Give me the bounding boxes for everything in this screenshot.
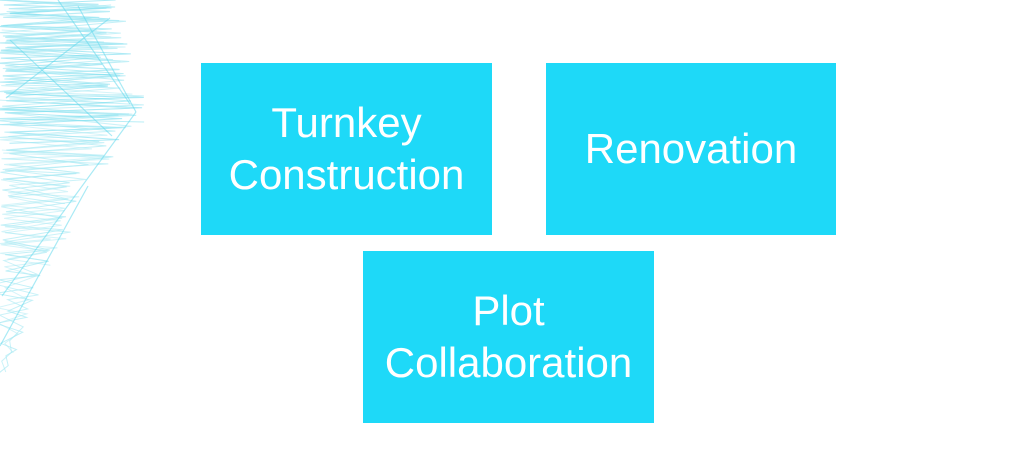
shape-renovation-label: Renovation [584, 124, 798, 172]
shape-plot-collaboration-label: Plot Collaboration [384, 286, 633, 386]
shape-renovation[interactable]: Renovation [546, 63, 836, 235]
shape-turnkey-construction[interactable]: Turnkey Construction [201, 63, 492, 235]
shape-turnkey-construction-label: Turnkey Construction [228, 98, 465, 198]
wireframe-building-sketch-decoration [0, 0, 145, 373]
shape-plot-collaboration[interactable]: Plot Collaboration [363, 251, 654, 423]
